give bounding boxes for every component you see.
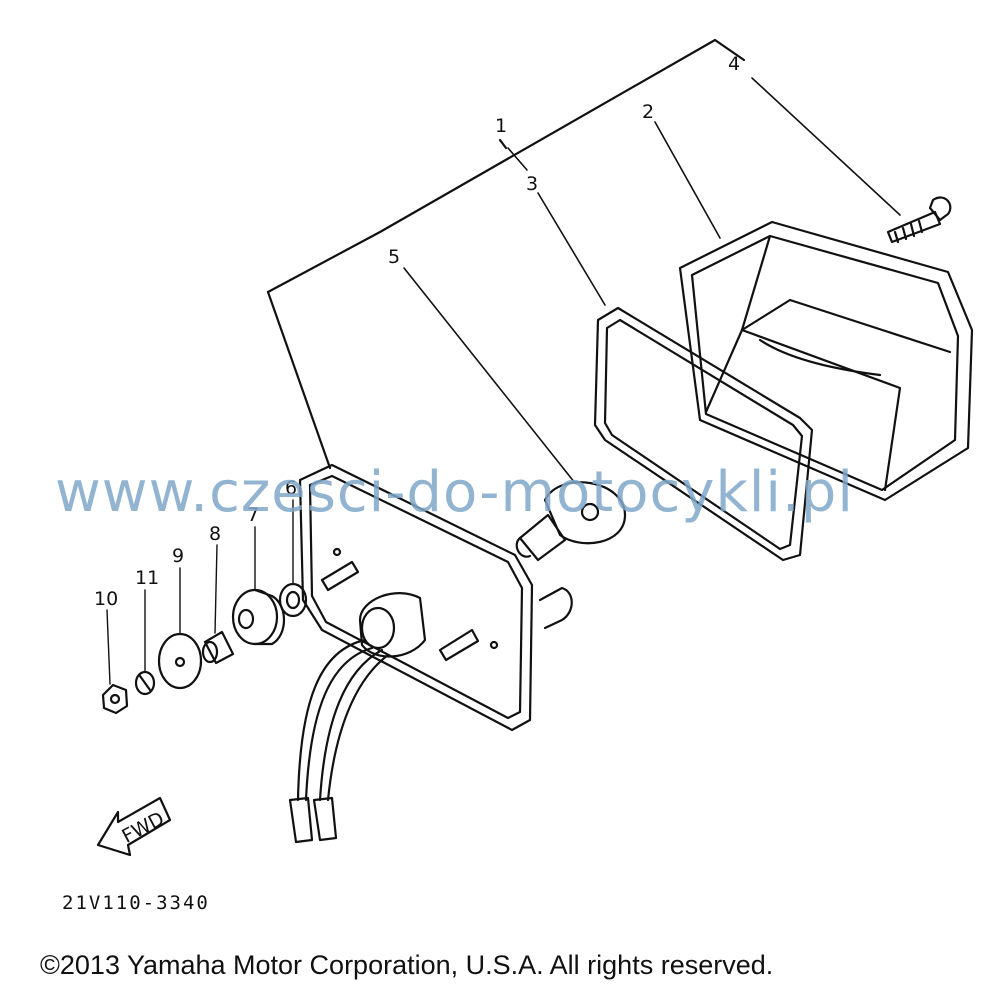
callout-1: 1 [495, 115, 507, 137]
plate-washer-part-9 [157, 632, 203, 690]
callout-2: 2 [642, 101, 654, 123]
callout-5: 5 [388, 246, 400, 268]
gasket-part-3 [593, 306, 814, 562]
callout-6: 6 [285, 477, 297, 499]
fwd-arrow-icon [96, 796, 172, 857]
grommet-part-7 [231, 588, 285, 646]
lens-housing-part-2 [678, 220, 974, 502]
watermark-url: www.czesci-do-motocykli.pl [55, 460, 854, 525]
callout-7: 7 [247, 504, 259, 526]
copyright-notice: ©2013 Yamaha Motor Corporation, U.S.A. A… [40, 950, 774, 980]
callout-3: 3 [526, 173, 538, 195]
leader-lines [403, 77, 901, 484]
collar-part-8 [201, 630, 235, 665]
callout-4: 4 [728, 53, 740, 75]
lock-washer-part-11 [134, 670, 156, 696]
callout-8: 8 [209, 523, 221, 545]
bulb-part-5 [515, 481, 627, 562]
callout-11: 11 [135, 567, 159, 589]
bulb-socket-and-wires [288, 592, 427, 844]
fwd-label: FWD [118, 808, 167, 848]
callout-9: 9 [172, 545, 184, 567]
drawing-code: 21V110-3340 [62, 892, 210, 914]
small-part-leaders [106, 499, 294, 685]
callout-10: 10 [94, 588, 118, 610]
screw-part-4 [886, 196, 952, 244]
callout-numbers: 1 2 3 4 5 6 7 8 9 10 11 FWD [94, 53, 740, 848]
base-plate-part-1 [298, 463, 573, 732]
assembly-bracket [266, 38, 746, 470]
nut-part-10 [101, 683, 129, 715]
